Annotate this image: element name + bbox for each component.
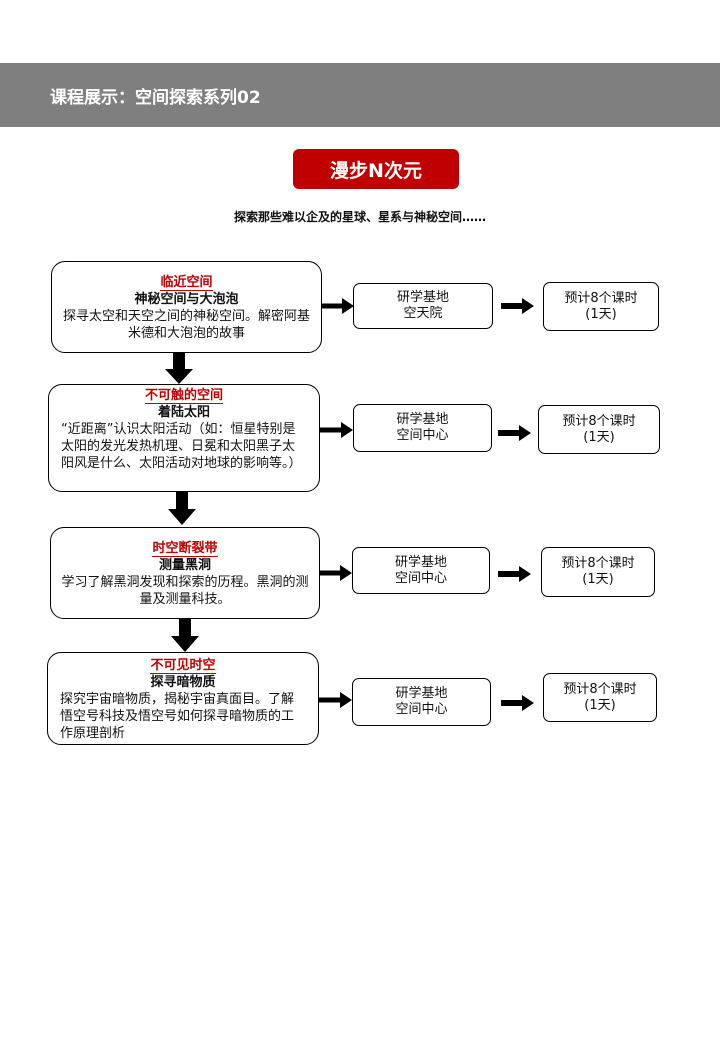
series-title-badge: 漫步N次元 (293, 149, 459, 189)
module-card-1: 临近空间 神秘空间与大泡泡 探寻太空和天空之间的神秘空间。解密阿基米德和大泡泡的… (51, 261, 322, 353)
time-days: (1天) (582, 572, 614, 587)
module-description: 学习了解黑洞发现和探索的历程。黑洞的测量及测量科技。 (61, 575, 309, 607)
time-label: 预计8个课时 (562, 413, 636, 429)
base-name: 空间中心 (396, 428, 449, 443)
time-days: (1天) (584, 697, 616, 713)
base-name: 空天院 (403, 306, 443, 321)
right-arrow-icon (319, 692, 352, 708)
page-title: 课程展示：空间探索系列02 (50, 88, 261, 108)
base-box-4: 研学基地 空间中心 (352, 678, 491, 726)
module-name: 探寻暗物质 (150, 675, 216, 690)
base-label: 研学基地 (396, 290, 449, 305)
base-name: 空间中心 (395, 702, 448, 717)
base-label: 研学基地 (394, 554, 447, 570)
time-days: (1天) (585, 306, 617, 322)
module-tag: 不可触的空间 (144, 388, 223, 404)
time-box-2: 预计8个课时 (1天) (538, 405, 660, 454)
base-label: 研学基地 (395, 686, 448, 701)
module-name: 着陆太阳 (157, 405, 210, 420)
base-label: 研学基地 (396, 412, 449, 427)
module-tag: 不可见时空 (150, 658, 216, 674)
time-label: 预计8个课时 (564, 290, 638, 306)
header-bar: 课程展示：空间探索系列02 (0, 63, 720, 127)
down-arrow-icon (171, 619, 199, 652)
down-arrow-icon (165, 353, 193, 384)
module-description: “近距离”认识太阳活动（如：恒星特别是太阳的发光发热机理、日冕和太阳黑子太阳风是… (61, 422, 302, 471)
time-box-3: 预计8个课时 (1天) (541, 547, 655, 597)
time-label: 预计8个课时 (561, 556, 635, 571)
time-label: 预计8个课时 (563, 681, 637, 697)
time-box-4: 预计8个课时 (1天) (543, 673, 657, 722)
right-arrow-icon (498, 425, 531, 441)
time-box-1: 预计8个课时 (1天) (543, 282, 659, 331)
right-arrow-icon (501, 298, 534, 314)
module-card-4: 不可见时空 探寻暗物质 探究宇宙暗物质，揭秘宇宙真面目。了解悟空号科技及悟空号如… (47, 652, 319, 745)
module-name: 测量黑洞 (158, 558, 211, 573)
module-tag: 时空断裂带 (152, 541, 218, 557)
right-arrow-icon (501, 695, 534, 711)
base-box-1: 研学基地 空天院 (353, 283, 493, 329)
right-arrow-icon (322, 298, 354, 314)
base-box-2: 研学基地 空间中心 (353, 404, 492, 452)
module-tag: 临近空间 (160, 275, 213, 291)
time-days: (1天) (583, 429, 615, 445)
right-arrow-icon (320, 565, 352, 581)
module-name: 神秘空间与大泡泡 (134, 292, 239, 307)
right-arrow-icon (498, 566, 531, 582)
base-name: 空间中心 (394, 570, 447, 586)
module-description: 探究宇宙暗物质，揭秘宇宙真面目。了解悟空号科技及悟空号如何探寻暗物质的工作原理剖… (60, 692, 295, 741)
base-box-3: 研学基地 空间中心 (352, 547, 490, 594)
module-card-3: 时空断裂带 测量黑洞 学习了解黑洞发现和探索的历程。黑洞的测量及测量科技。 (50, 527, 320, 619)
module-card-2: 不可触的空间 着陆太阳 “近距离”认识太阳活动（如：恒星特别是太阳的发光发热机理… (48, 384, 320, 492)
series-subtitle: 探索那些难以企及的星球、星系与神秘空间…… (233, 210, 486, 224)
right-arrow-icon (320, 422, 353, 438)
module-description: 探寻太空和天空之间的神秘空间。解密阿基米德和大泡泡的故事 (62, 309, 310, 341)
down-arrow-icon (168, 492, 196, 525)
